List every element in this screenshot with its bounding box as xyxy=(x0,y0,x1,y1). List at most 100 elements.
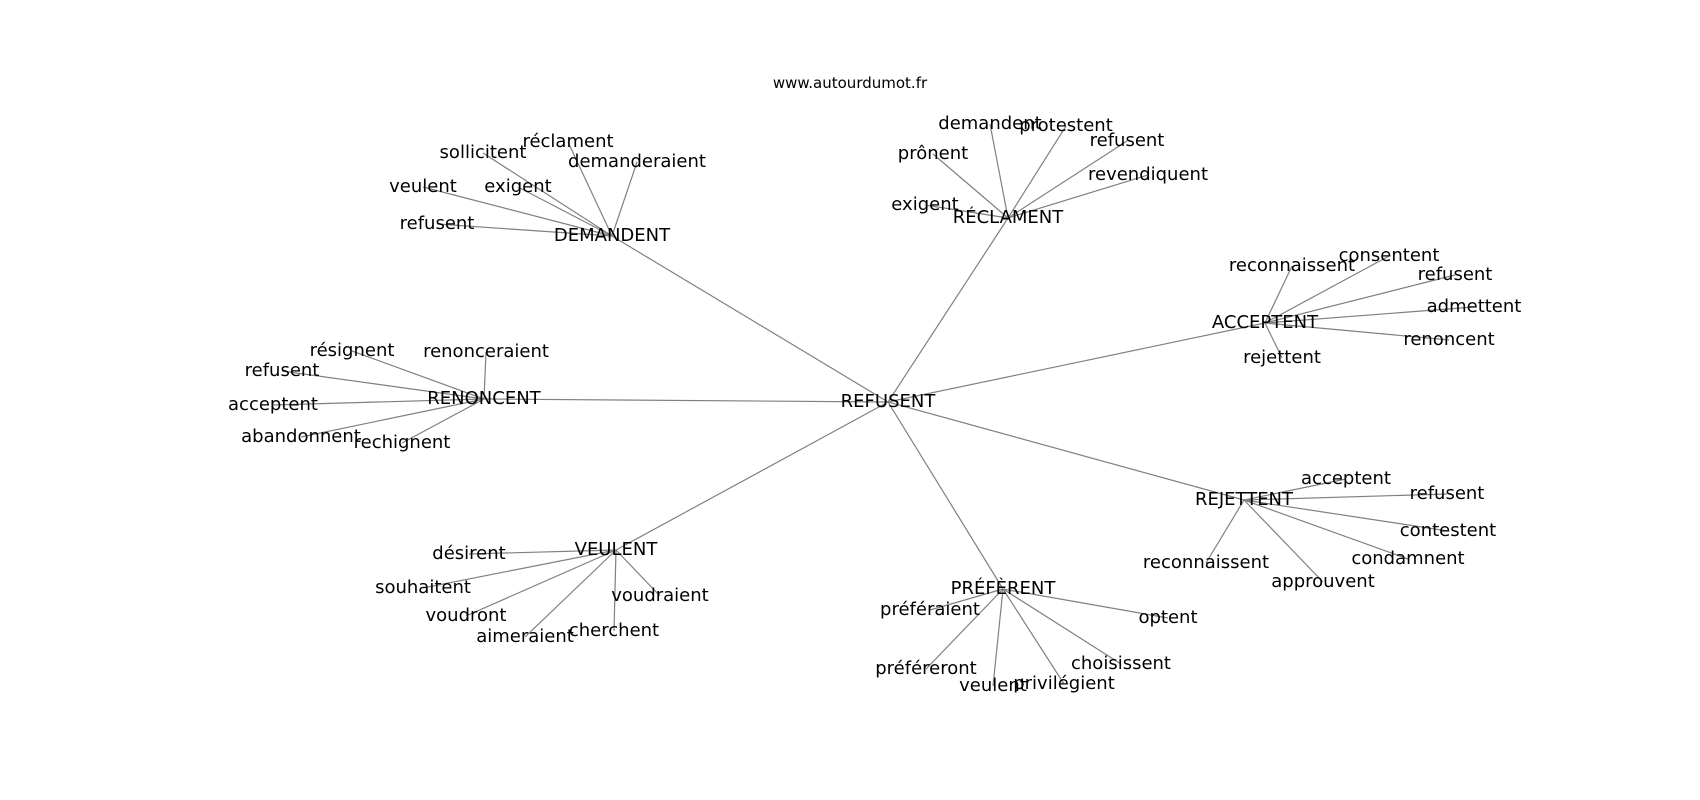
edge-hub-to-word xyxy=(1243,499,1409,560)
edge-hub-to-word xyxy=(483,351,487,400)
related-word[interactable]: voudront xyxy=(426,605,507,626)
related-word[interactable]: désirent xyxy=(432,543,505,564)
edge-hub-to-word xyxy=(422,186,613,237)
related-word[interactable]: contestent xyxy=(1400,520,1496,541)
edge-hub-to-word xyxy=(1002,588,1122,665)
related-word[interactable]: admettent xyxy=(1427,296,1522,317)
edge-hub-to-word xyxy=(1264,322,1283,359)
edge-hub-to-word xyxy=(1007,174,1149,219)
related-word[interactable]: choisissent xyxy=(1071,653,1171,674)
edge-hub-to-word xyxy=(351,350,485,400)
labels-layer: REFUSENTDEMANDENTsollicitentréclamentdem… xyxy=(228,113,1521,696)
related-word[interactable]: abandonnent xyxy=(241,426,361,447)
related-word[interactable]: reconnaissent xyxy=(1229,255,1355,276)
related-word[interactable]: renonceraient xyxy=(423,341,549,362)
related-word[interactable]: renoncent xyxy=(1403,329,1494,350)
edge-hub-to-word xyxy=(465,549,617,617)
related-word[interactable]: reconnaissent xyxy=(1143,552,1269,573)
edge-hub-to-word xyxy=(615,549,661,597)
related-word[interactable]: revendiquent xyxy=(1088,164,1208,185)
related-word[interactable]: préféraient xyxy=(880,599,980,620)
related-word[interactable]: refusent xyxy=(1090,130,1165,151)
edge-hub-to-word xyxy=(929,588,1004,611)
edge-hub-to-word xyxy=(989,123,1009,219)
related-word[interactable]: souhaitent xyxy=(375,577,471,598)
related-word[interactable]: acceptent xyxy=(1301,468,1391,489)
hub-word[interactable]: RÉCLAMENT xyxy=(953,206,1065,228)
edge-hub-to-word xyxy=(925,588,1004,670)
related-word[interactable]: exigent xyxy=(891,194,958,215)
hub-word[interactable]: DEMANDENT xyxy=(554,225,671,246)
edge-hub-to-word xyxy=(1002,588,1169,619)
hub-word[interactable]: VEULENT xyxy=(575,539,659,560)
edge-hub-to-word xyxy=(932,153,1009,219)
related-word[interactable]: rechignent xyxy=(354,432,451,453)
related-word[interactable]: veulent xyxy=(959,675,1027,696)
edge-center-to-hub xyxy=(611,235,889,403)
hub-word[interactable]: REJETTENT xyxy=(1195,489,1294,510)
edge-hub-to-word xyxy=(401,398,485,444)
related-word[interactable]: consentent xyxy=(1339,245,1440,266)
edge-hub-to-word xyxy=(613,549,617,632)
related-word[interactable]: acceptent xyxy=(228,394,318,415)
edge-hub-to-word xyxy=(422,549,617,589)
related-word[interactable]: exigent xyxy=(484,176,551,197)
edge-center-to-hub xyxy=(887,217,1009,403)
related-word[interactable]: demandent xyxy=(938,113,1041,134)
edge-hub-to-word xyxy=(1205,499,1245,564)
related-word[interactable]: résignent xyxy=(310,340,395,361)
related-word[interactable]: refusent xyxy=(245,360,320,381)
edge-hub-to-word xyxy=(1007,140,1128,219)
edge-hub-to-word xyxy=(300,398,485,438)
edge-hub-to-word xyxy=(611,161,638,237)
edge-hub-to-word xyxy=(482,152,613,237)
edge-hub-to-word xyxy=(1264,322,1450,341)
hub-word[interactable]: PRÉFÈRENT xyxy=(951,577,1057,599)
related-word[interactable]: voudraient xyxy=(611,585,708,606)
related-word[interactable]: prônent xyxy=(898,143,968,164)
related-word[interactable]: condamnent xyxy=(1351,548,1464,569)
edge-hub-to-word xyxy=(567,141,613,237)
edge-hub-to-word xyxy=(1264,255,1390,324)
related-word[interactable]: optent xyxy=(1138,607,1197,628)
source-label: www.autourdumot.fr xyxy=(773,74,928,92)
related-word[interactable]: cherchent xyxy=(569,620,659,641)
related-word[interactable]: préféreront xyxy=(875,658,976,679)
edge-center-to-hub xyxy=(887,401,1004,590)
edge-center-to-hub xyxy=(887,401,1245,501)
edge-hub-to-word xyxy=(1243,493,1448,501)
edges-layer xyxy=(272,123,1475,687)
hub-word[interactable]: ACCEPTENT xyxy=(1212,312,1319,333)
edge-hub-to-word xyxy=(468,549,617,555)
edge-hub-to-word xyxy=(1264,306,1475,324)
edge-center-to-hub xyxy=(887,322,1266,403)
related-word[interactable]: aimeraient xyxy=(476,626,574,647)
edge-hub-to-word xyxy=(1002,588,1065,685)
center-word[interactable]: REFUSENT xyxy=(841,391,937,412)
edge-hub-to-word xyxy=(924,204,1009,219)
edge-hub-to-word xyxy=(1264,274,1456,324)
edge-hub-to-word xyxy=(1243,499,1324,583)
related-word[interactable]: réclament xyxy=(522,131,613,152)
related-word[interactable]: sollicitent xyxy=(440,142,527,163)
related-word[interactable]: veulent xyxy=(389,176,457,197)
edge-hub-to-word xyxy=(272,398,485,406)
related-word[interactable]: refusent xyxy=(1418,264,1493,285)
edge-hub-to-word xyxy=(517,186,613,237)
edge-hub-to-word xyxy=(1264,265,1293,324)
related-word[interactable]: refusent xyxy=(400,213,475,234)
related-word[interactable]: rejettent xyxy=(1243,347,1321,368)
edge-hub-to-word xyxy=(281,370,485,400)
edge-center-to-hub xyxy=(483,398,889,403)
related-word[interactable]: privilégient xyxy=(1013,673,1115,694)
edge-hub-to-word xyxy=(524,549,617,638)
related-word[interactable]: approuvent xyxy=(1271,571,1375,592)
related-word[interactable]: protestent xyxy=(1019,115,1113,136)
related-word[interactable]: demanderaient xyxy=(568,151,706,172)
related-word[interactable]: refusent xyxy=(1410,483,1485,504)
edge-hub-to-word xyxy=(436,223,613,237)
hub-word[interactable]: RENONCENT xyxy=(427,388,541,409)
edge-hub-to-word xyxy=(1243,478,1347,501)
edge-hub-to-word xyxy=(1243,499,1449,532)
